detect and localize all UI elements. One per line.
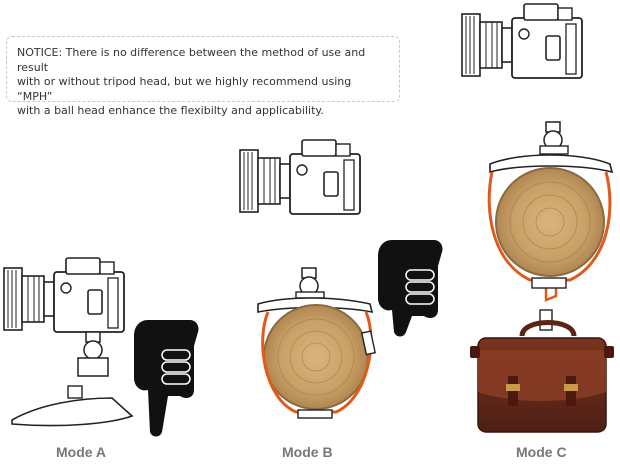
mode-c-label: Mode C (516, 444, 567, 460)
mode-b-label: Mode B (282, 444, 333, 460)
bottom-clamp (531, 277, 567, 289)
mode-b-illustration (239, 139, 443, 419)
mode-a-label: Mode A (56, 444, 107, 460)
ball-head-icon (539, 121, 569, 155)
notice-line-1: NOTICE: There is no difference between t… (17, 46, 366, 74)
bottom-clamp (297, 409, 333, 419)
wood-log-icon (495, 167, 605, 277)
camera-icon (3, 257, 125, 333)
notice-box: NOTICE: There is no difference between t… (6, 36, 400, 117)
notice-line-3: with a ball head enhance the flexibilty … (17, 104, 324, 117)
leather-bag-icon (470, 320, 614, 433)
notice-line-2: with or without tripod head, but we high… (17, 75, 352, 103)
wood-grain (277, 318, 355, 396)
strap-buckle (360, 330, 377, 356)
strap-tail (544, 282, 558, 302)
camera-icon (461, 3, 583, 79)
camera-icon (239, 139, 361, 215)
mount-plate-icon (11, 397, 134, 427)
mount-plate-icon (489, 154, 614, 174)
wood-log-icon (263, 304, 369, 410)
mode-c-illustration (461, 3, 614, 433)
mode-a-illustration (3, 257, 199, 437)
ball-head-icon (295, 267, 325, 299)
hand-pointing-down-icon (134, 320, 199, 437)
hook-icon (539, 309, 553, 331)
ball-head-icon (67, 331, 109, 399)
hand-pointing-down-icon (378, 240, 443, 337)
wood-grain (509, 181, 591, 263)
